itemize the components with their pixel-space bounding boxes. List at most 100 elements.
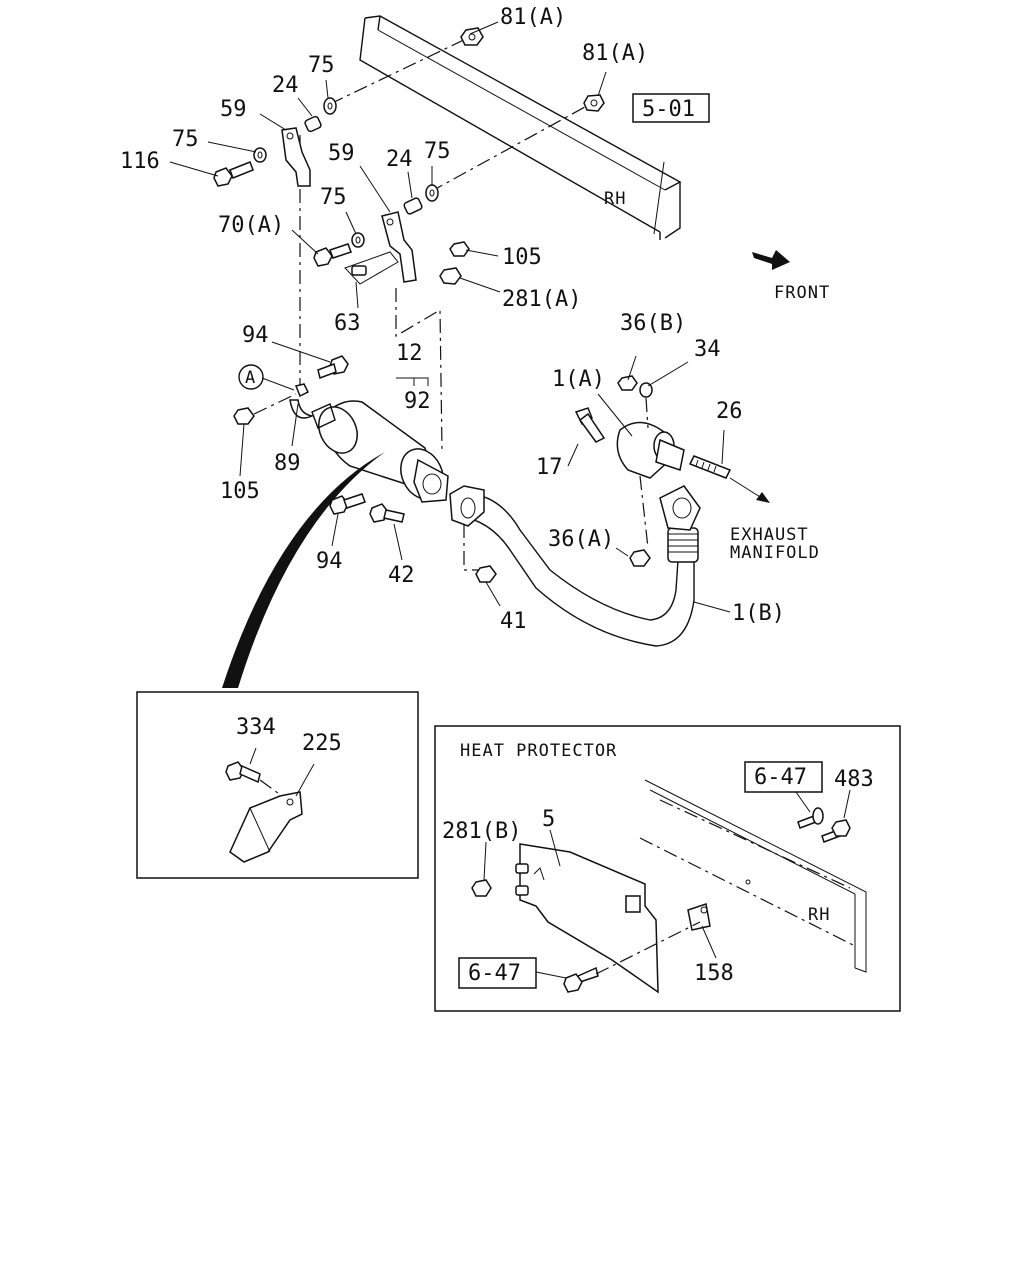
label-rh-bottom: RH <box>808 905 830 925</box>
washer-75-left <box>253 147 267 163</box>
nut-81a-right <box>583 94 605 112</box>
nut-281b <box>471 879 492 897</box>
bracket-59-center <box>381 211 417 283</box>
washer-75-center <box>351 232 365 248</box>
label-42: 42 <box>388 563 415 588</box>
label-75-c: 75 <box>424 139 451 164</box>
label-rh-top: RH <box>604 189 626 209</box>
nut-105-bottom <box>233 407 255 425</box>
leader-bracket-b <box>395 288 443 451</box>
nut-105-top <box>449 241 470 257</box>
label-24-a: 24 <box>272 73 299 98</box>
label-92: 92 <box>404 389 431 414</box>
label-81a-top: 81(A) <box>500 5 566 30</box>
label-front: FRONT <box>774 283 830 303</box>
bracket-225 <box>229 791 303 863</box>
label-75-d: 75 <box>320 185 347 210</box>
label-circle-a: A <box>245 368 256 388</box>
leader-225-label <box>295 763 315 797</box>
ref-box-5-01 <box>632 93 710 123</box>
label-5: 5 <box>542 807 555 832</box>
bolt-70a <box>313 243 352 267</box>
bolt-17 <box>574 407 606 443</box>
leader-34 <box>645 397 649 429</box>
frame-rail-lower <box>639 779 867 973</box>
spacer-24-left <box>304 115 322 133</box>
heat-protector-leaders <box>483 789 851 979</box>
label-75-b: 75 <box>172 127 199 152</box>
label-225: 225 <box>302 731 342 756</box>
washer-34 <box>639 382 653 398</box>
detail-callout-arc <box>222 452 385 688</box>
leader-334-label <box>249 747 257 765</box>
nut-36b <box>617 375 638 391</box>
leader-41 <box>463 524 486 571</box>
nut-81a-top <box>460 27 484 46</box>
nut-41 <box>475 565 497 583</box>
label-ref-6-47-bottom: 6-47 <box>468 961 521 986</box>
bolt-647-top <box>797 807 824 829</box>
bracket-59-left <box>281 127 311 187</box>
heat-protector-5 <box>515 843 659 994</box>
label-116: 116 <box>120 149 160 174</box>
label-36a: 36(A) <box>548 527 614 552</box>
label-105-bottom: 105 <box>220 479 260 504</box>
stud-26 <box>688 455 732 479</box>
label-exhaust-line2: MANIFOLD <box>730 543 820 563</box>
clamp-89 <box>289 383 315 419</box>
nut-281a <box>439 267 462 285</box>
bolt-116 <box>213 161 254 187</box>
label-158: 158 <box>694 961 734 986</box>
label-leaders <box>169 21 731 613</box>
label-12: 12 <box>396 341 423 366</box>
label-34: 34 <box>694 337 721 362</box>
bolt-647-bottom <box>563 966 599 993</box>
leader-circle-a <box>253 393 297 415</box>
leader-334 <box>259 779 283 797</box>
label-59-a: 59 <box>220 97 247 122</box>
label-26: 26 <box>716 399 743 424</box>
label-89: 89 <box>274 451 301 476</box>
label-ref-5-01: 5-01 <box>642 97 695 122</box>
label-41: 41 <box>500 609 527 634</box>
label-94-bottom: 94 <box>316 549 343 574</box>
label-17: 17 <box>536 455 563 480</box>
label-94-top: 94 <box>242 323 269 348</box>
detail-box-heat-protector <box>434 725 901 1012</box>
label-75-a: 75 <box>308 53 335 78</box>
bolt-94-top <box>317 355 349 379</box>
gasket-92 <box>413 458 449 503</box>
nut-36a <box>629 549 651 567</box>
detail-box-bracket <box>136 691 419 879</box>
label-24-b: 24 <box>386 147 413 172</box>
washer-75-center-top <box>425 184 439 202</box>
label-281b: 281(B) <box>442 819 521 844</box>
exhaust-pipe-1b <box>449 485 701 647</box>
leader-647-bottom <box>595 921 701 975</box>
bolt-42 <box>369 503 405 523</box>
label-483: 483 <box>834 767 874 792</box>
spacer-24-center <box>403 197 423 215</box>
front-arrow-icon <box>752 250 790 270</box>
plate-63 <box>344 251 399 285</box>
ref-box-6-47-bottom <box>458 957 537 989</box>
bolt-94-bottom <box>329 493 366 515</box>
label-ref-6-47-top: 6-47 <box>754 765 807 790</box>
circle-a-marker <box>238 364 264 390</box>
leader-81a-right <box>429 101 595 193</box>
label-36b: 36(B) <box>620 311 686 336</box>
ref-box-6-47-top <box>744 761 823 793</box>
label-heat-protector: HEAT PROTECTOR <box>460 741 617 761</box>
exhaust-elbow-1a <box>616 421 685 479</box>
label-59-b: 59 <box>328 141 355 166</box>
label-1a: 1(A) <box>552 367 605 392</box>
bolt-483 <box>821 819 851 843</box>
label-105-top: 105 <box>502 245 542 270</box>
label-exhaust-line1: EXHAUST <box>730 525 809 545</box>
frame-rail <box>359 15 682 240</box>
arrow-exhaust-head <box>756 492 770 503</box>
label-334: 334 <box>236 715 276 740</box>
label-281a: 281(A) <box>502 287 581 312</box>
